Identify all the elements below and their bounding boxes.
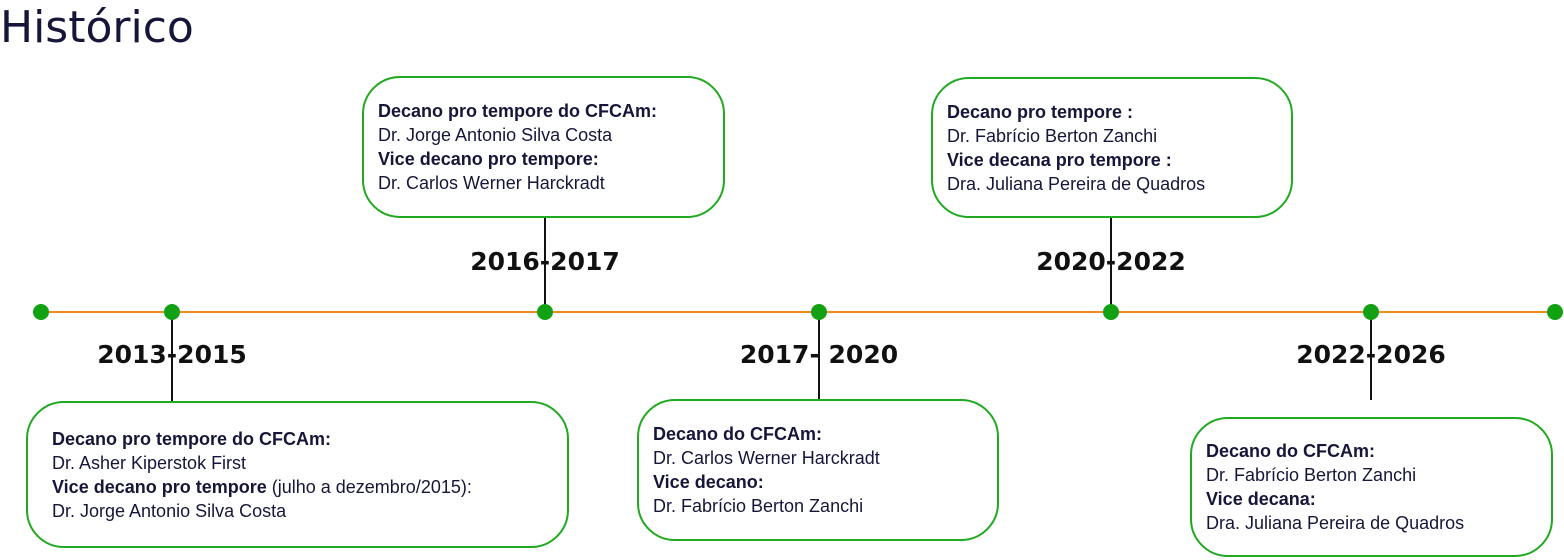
connector-line [171, 312, 173, 401]
card-line: Decano pro tempore do CFCAm: [378, 99, 723, 123]
role-label: Vice decano pro tempore [52, 476, 267, 497]
name-text: Dr. Carlos Werner Harckradt [653, 448, 880, 468]
role-label: Decano pro tempore do CFCAm: [378, 101, 658, 121]
card-line: Dr. Fabrício Berton Zanchi [653, 494, 997, 518]
timeline-dot [164, 304, 180, 320]
name-text: Dr. Asher Kiperstok First [52, 452, 247, 473]
card-line: Vice decana: [1206, 487, 1551, 511]
period-card: Decano pro tempore : Dr. Fabrício Berton … [931, 77, 1293, 218]
card-line: Dr. Fabrício Berton Zanchi [1206, 463, 1551, 487]
period-year: 2022-2026 [1296, 340, 1446, 369]
card-line: Vice decana pro tempore : [947, 148, 1291, 172]
name-text: Dr. Fabrício Berton Zanchi [653, 496, 864, 516]
period-card: Decano do CFCAm: Dr. Fabrício Berton Zanc… [1190, 417, 1553, 557]
timeline-dot [811, 304, 827, 320]
name-text: (julho a dezembro/2015): [266, 476, 472, 497]
role-label: Decano pro tempore : [947, 101, 1134, 122]
role-label: Decano pro tempore do CFCAm: [52, 428, 332, 449]
connector-line [1370, 312, 1372, 400]
name-text: Dra. Juliana Pereira de Quadros [947, 173, 1206, 194]
name-text: Dr. Carlos Werner Harckradt [378, 173, 605, 193]
connector-line [818, 312, 820, 399]
timeline-end-dot [1547, 304, 1563, 320]
name-text: Dr. Fabrício Berton Zanchi [947, 125, 1158, 146]
card-line: Dr. Carlos Werner Harckradt [653, 446, 997, 470]
role-label: Vice decano: [653, 472, 764, 492]
role-label: Decano do CFCAm: [1206, 441, 1376, 461]
card-line: Dr. Fabrício Berton Zanchi [947, 124, 1291, 148]
page-title: Histórico [0, 2, 194, 53]
role-label: Vice decano pro tempore: [378, 149, 599, 169]
card-line: Dr. Jorge Antonio Silva Costa [378, 123, 723, 147]
period-card: Decano do CFCAm: Dr. Carlos Werner Harckr… [637, 399, 999, 541]
card-line: Vice decano: [653, 470, 997, 494]
period-year: 2016-2017 [470, 247, 620, 276]
name-text: Dr. Jorge Antonio Silva Costa [52, 500, 287, 521]
period-year: 2013-2015 [97, 340, 247, 369]
card-line: Vice decano pro tempore (julho a dezembr… [52, 475, 567, 499]
card-line: Dra. Juliana Pereira de Quadros [947, 172, 1291, 196]
timeline-dot [1363, 304, 1379, 320]
period-year: 2017- 2020 [739, 340, 899, 369]
period-card: Decano pro tempore do CFCAm: Dr. Asher Ki… [26, 401, 569, 548]
name-text: Dr. Fabrício Berton Zanchi [1206, 465, 1417, 485]
name-text: Dr. Jorge Antonio Silva Costa [378, 125, 613, 145]
period-card: Decano pro tempore do CFCAm: Dr. Jorge An… [362, 76, 725, 218]
card-line: Dra. Juliana Pereira de Quadros [1206, 511, 1551, 535]
card-line: Decano pro tempore do CFCAm: [52, 427, 567, 451]
card-line: Decano do CFCAm: [653, 422, 997, 446]
card-line: Dr. Jorge Antonio Silva Costa [52, 499, 567, 523]
role-label: Vice decana pro tempore : [947, 149, 1172, 170]
name-text: Dra. Juliana Pereira de Quadros [1206, 513, 1465, 533]
card-line: Decano do CFCAm: [1206, 439, 1551, 463]
card-line: Dr. Asher Kiperstok First [52, 451, 567, 475]
timeline-dot [537, 304, 553, 320]
connector-line [1110, 218, 1112, 312]
card-line: Decano pro tempore : [947, 100, 1291, 124]
card-line: Vice decano pro tempore: [378, 147, 723, 171]
timeline-dot [1103, 304, 1119, 320]
role-label: Decano do CFCAm: [653, 424, 823, 444]
period-year: 2020-2022 [1036, 247, 1186, 276]
timeline-start-dot [33, 304, 49, 320]
card-line: Dr. Carlos Werner Harckradt [378, 171, 723, 195]
connector-line [544, 218, 546, 312]
timeline-axis [41, 311, 1555, 313]
role-label: Vice decana: [1206, 489, 1316, 509]
